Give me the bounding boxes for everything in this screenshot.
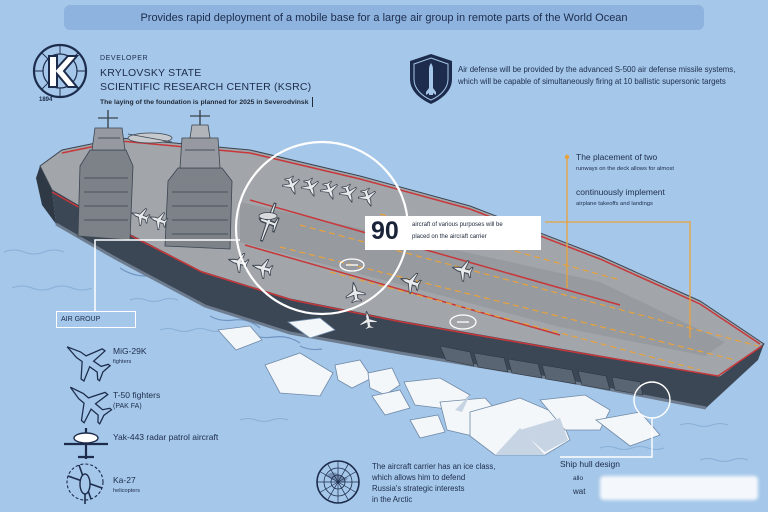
ice-class-line-1: The aircraft carrier has an ice class, — [372, 462, 496, 471]
aircraft-count-number: 90 — [371, 217, 399, 245]
air-group-item-mig-29k-sub: fighters — [113, 359, 132, 365]
runways-title-1: The placement of two — [576, 152, 658, 162]
ice-class-line-2: which allows him to defend — [372, 473, 466, 482]
developer-name-line-1: KRYLOVSKY STATE — [100, 67, 202, 79]
shield-missile-icon — [410, 54, 452, 104]
air-defense-text: Air defense will be provided by the adva… — [458, 65, 736, 86]
runways-detail-1: runways on the deck allows for almost — [576, 166, 674, 172]
air-group-leader-line — [94, 239, 240, 311]
hull-design-fragment-1: allo — [573, 475, 584, 482]
air-group-label: AIR GROUP — [56, 311, 136, 328]
runway-leader-lines — [545, 158, 691, 338]
text-cursor-mark — [312, 97, 314, 107]
air-group-item-ka-27: Ka-27 — [113, 475, 136, 485]
ka-27-icon — [66, 463, 104, 504]
air-group-item-mig-29k: MiG-29K — [113, 346, 147, 356]
logo-year: 1894 — [39, 97, 53, 103]
hull-design-fragment-2: wat — [573, 487, 586, 496]
runway-strip — [240, 202, 725, 356]
hull-design-title: Ship hull design — [560, 459, 621, 469]
hull-leader-line — [560, 381, 671, 458]
developer-label: DEVELOPER — [100, 55, 149, 62]
ice-class-line-3: Russia's strategic interests — [372, 484, 465, 493]
watermark-blur — [600, 476, 758, 500]
air-group-item-t-50: T-50 fighters — [113, 390, 161, 400]
ice-class-line-4: in the Arctic — [372, 495, 413, 504]
yak-443-icon — [64, 428, 108, 459]
headline-text: Provides rapid deployment of a mobile ba… — [140, 11, 628, 24]
t-50-icon — [57, 372, 119, 432]
runways-title-2: continuously implement — [576, 187, 665, 197]
developer-name-line-2: SCIENTIFIC RESEARCH CENTER (KSRC) — [100, 81, 312, 93]
air-group-item-t-50-sub: (PAK FA) — [113, 403, 142, 410]
island-front — [164, 110, 233, 250]
aircraft-count-line-2: placed on the aircraft carrier — [412, 234, 487, 240]
mig-29k-icon — [55, 331, 117, 389]
air-group-item-yak-443: Yak-443 radar patrol aircraft — [113, 432, 219, 442]
island-rear — [77, 110, 173, 241]
foundation-note: The laying of the foundation is planned … — [100, 97, 314, 107]
foundation-note-text: The laying of the foundation is planned … — [100, 98, 309, 106]
stern — [36, 166, 56, 224]
ksrc-logo-icon: 1894 — [32, 43, 88, 103]
globe-icon — [316, 460, 360, 504]
air-group-item-ka-27-sub: helicopters — [113, 488, 141, 494]
aircraft-count-line-1: aircraft of various purposes will be — [412, 222, 503, 228]
runways-detail-2: airplane takeoffs and landings — [576, 201, 653, 207]
headline-banner: Provides rapid deployment of a mobile ba… — [64, 5, 704, 30]
aircraft-count-box: 90 aircraft of various purposes will be … — [365, 216, 541, 250]
